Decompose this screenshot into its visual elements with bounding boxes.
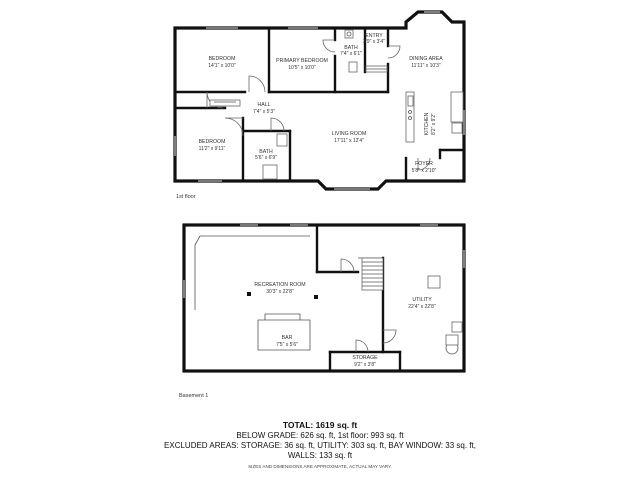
floor-label-first: 1st floor	[176, 194, 196, 200]
summary-walls: WALLS: 133 sq. ft	[287, 451, 353, 460]
room-foyer-dims: 5'8" x 2'10"	[412, 168, 437, 174]
first-floor-fixtures	[209, 29, 464, 180]
room-recreation-room-name: RECREATION ROOM	[254, 282, 305, 288]
first-floor-doors	[206, 39, 431, 171]
summary-below-grade: BELOW GRADE: 626 sq. ft, 1st floor: 993 …	[236, 431, 404, 440]
room-utility-dims: 22'4" x 22'8"	[408, 304, 436, 310]
basement-plan: RECREATION ROOM 30'3" x 22'8" UTILITY 22…	[182, 223, 466, 373]
first-floor-windows	[174, 11, 465, 190]
room-bath-2-name: BATH	[259, 149, 273, 155]
room-bath-1-name: BATH	[344, 45, 358, 51]
furnace	[427, 275, 441, 289]
first-floor-plan: BEDROOM 14'1" x 10'0" PRIMARY BEDROOM 10…	[173, 10, 466, 191]
summary-excluded: EXCLUDED AREAS: STORAGE: 36 sq. ft, UTIL…	[164, 441, 476, 450]
room-bar-name: BAR	[282, 335, 293, 341]
room-bedroom-2-dims: 11'2" x 9'11"	[199, 146, 226, 152]
basement-doors	[340, 258, 397, 353]
room-hall-dims: 7'4" x 5'3"	[253, 109, 275, 115]
room-bath-2-dims: 5'6" x 6'9"	[255, 155, 277, 161]
room-bar-dims: 7'5" x 5'6"	[276, 342, 298, 348]
room-recreation-room-dims: 30'3" x 22'8"	[266, 289, 294, 295]
room-living-room-dims: 17'11" x 12'4"	[334, 138, 364, 144]
summary-total: TOTAL: 1619 sq. ft	[282, 420, 358, 430]
room-bedroom-1-name: BEDROOM	[209, 56, 236, 62]
basement-interior-walls	[315, 223, 402, 373]
basement-windows	[183, 224, 465, 298]
summary-disclaimer: SIZES AND DIMENSIONS ARE APPROXIMATE, AC…	[248, 464, 392, 469]
room-dining-area-name: DINING AREA	[409, 56, 443, 62]
utility-sink	[451, 321, 463, 333]
room-foyer-name: FOYER	[415, 161, 433, 167]
floor-label-basement: Basement 1	[179, 393, 209, 399]
room-dining-area-dims: 11'11" x 10'3"	[411, 63, 441, 69]
room-utility-name: UTILITY	[412, 297, 432, 303]
room-storage-dims: 9'2" x 3'8"	[354, 362, 376, 368]
basement-stairs	[361, 257, 384, 291]
room-entry-name: ENTRY	[365, 33, 383, 39]
room-bedroom-2-name: BEDROOM	[199, 139, 226, 145]
room-living-room-name: LIVING ROOM	[332, 131, 367, 137]
support-post-2	[314, 295, 318, 299]
room-storage-name: STORAGE	[352, 355, 378, 361]
support-post-1	[247, 292, 251, 296]
bar-counter	[257, 313, 311, 351]
room-bath-1-dims: 7'4" x 6'1"	[340, 51, 362, 57]
room-kitchen-dims: 8'2" x 9'2"	[431, 113, 437, 135]
first-floor-exterior-wall	[173, 10, 466, 191]
room-primary-bedroom-dims: 10'5" x 10'0"	[288, 65, 316, 71]
room-primary-bedroom-name: PRIMARY BEDROOM	[276, 58, 328, 64]
room-bedroom-1-dims: 14'1" x 10'0"	[208, 63, 236, 69]
room-hall-name: HALL	[258, 102, 271, 108]
room-kitchen-name: KITCHEN	[424, 112, 430, 135]
room-entry-dims: 3'9" x 3'4"	[363, 39, 385, 45]
first-floor-interior-walls	[173, 26, 466, 183]
